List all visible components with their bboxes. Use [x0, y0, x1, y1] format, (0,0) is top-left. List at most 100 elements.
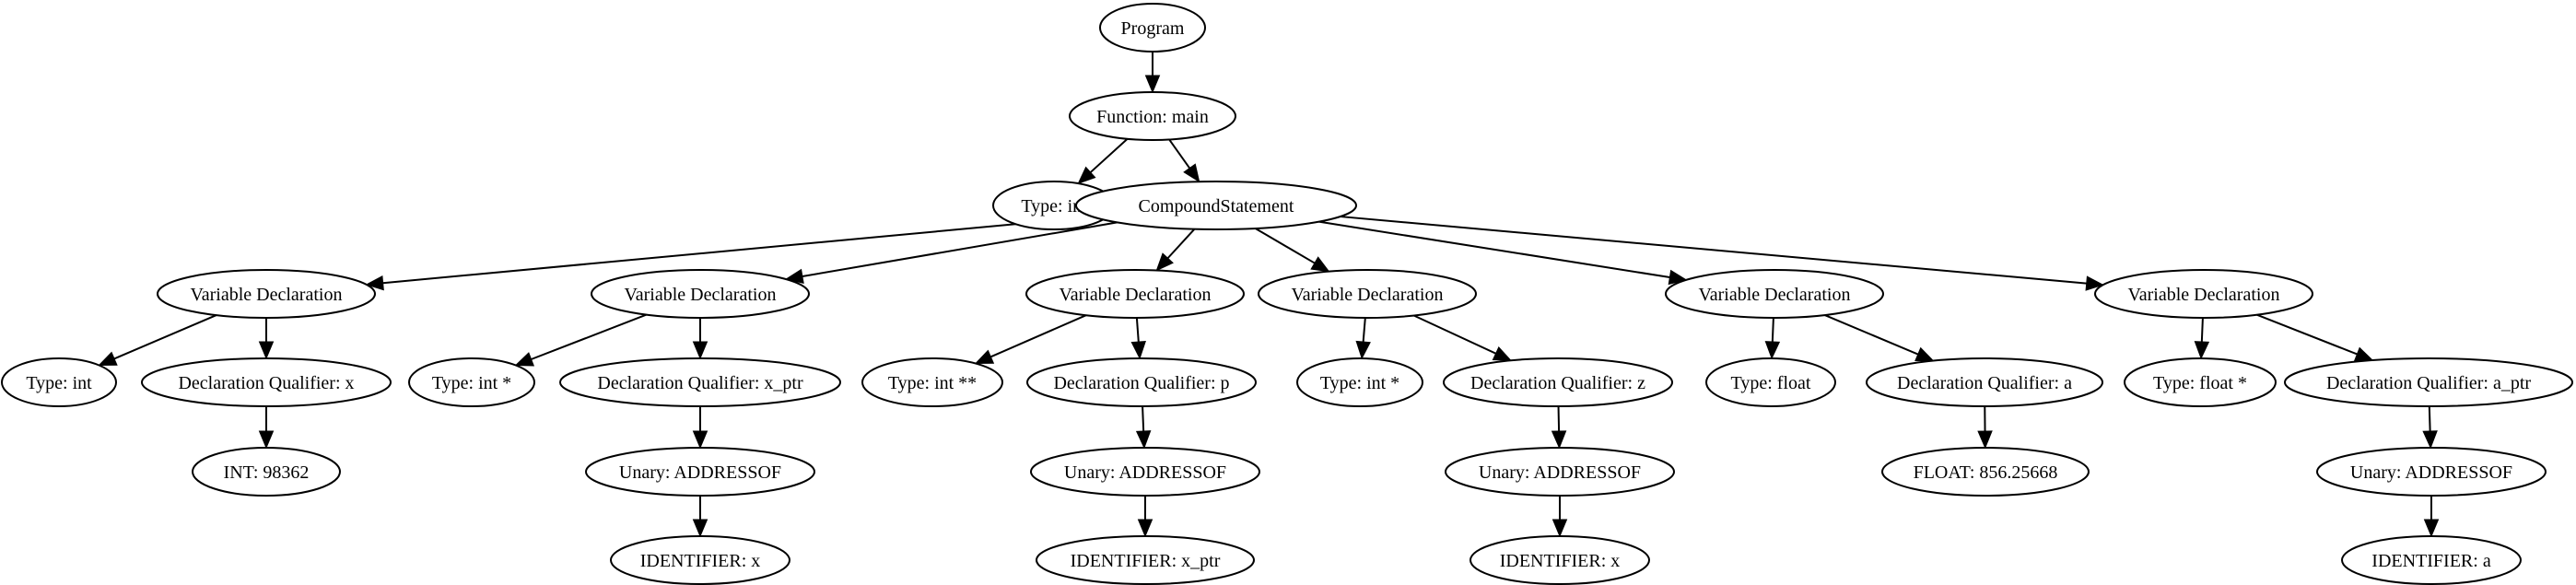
node-ellipse: [2094, 269, 2313, 319]
ast-node: Type: float *: [2124, 357, 2277, 407]
edge-line: [531, 313, 647, 360]
node-label: Function: main: [1096, 107, 1209, 127]
edge-n5-n11: [98, 314, 217, 366]
edge-n6-n13: [514, 313, 647, 367]
node-label: Declaration Qualifier: z: [1470, 373, 1645, 393]
node-ellipse: [1705, 357, 1836, 407]
edge-n14-n24: [692, 406, 708, 450]
ast-node: Declaration Qualifier: a_ptr: [2284, 357, 2573, 407]
node-label: CompoundStatement: [1139, 196, 1294, 216]
node-label: Declaration Qualifier: x: [178, 373, 354, 393]
node-label: Unary: ADDRESSOF: [2350, 462, 2512, 483]
node-label: Variable Declaration: [1292, 285, 1444, 305]
edge-line: [1089, 138, 1129, 173]
edge-n18-n26: [1551, 405, 1567, 450]
node-label: Type: int: [26, 373, 92, 393]
edge-n26-n31: [1551, 496, 1568, 538]
ast-node: Variable Declaration: [157, 269, 376, 319]
arrowhead-icon: [1135, 430, 1152, 450]
node-label: Variable Declaration: [191, 285, 343, 305]
node-ellipse: [1026, 357, 1257, 407]
edge-n4-n6: [784, 221, 1118, 285]
node-label: Type: int **: [888, 373, 977, 393]
arrowhead-icon: [2422, 430, 2438, 450]
node-label: Type: float *: [2153, 373, 2247, 393]
edge-n1-n2: [1144, 52, 1161, 94]
edge-line: [2256, 313, 2358, 356]
node-ellipse: [2341, 535, 2522, 585]
node-label: Variable Declaration: [1699, 285, 1851, 305]
arrowhead-icon: [1077, 166, 1096, 185]
edge-line: [1362, 317, 1366, 343]
node-ellipse: [1030, 447, 1260, 497]
ast-node: Declaration Qualifier: z: [1443, 357, 1673, 407]
ast-node: Variable Declaration: [591, 269, 810, 319]
node-ellipse: [1445, 447, 1675, 497]
edge-line: [1340, 216, 2087, 285]
node-ellipse: [585, 447, 815, 497]
ast-node: Type: int **: [861, 357, 1003, 407]
node-label: IDENTIFIER: x: [640, 551, 761, 571]
edge-line: [1824, 314, 1919, 356]
arrowhead-icon: [2194, 341, 2210, 360]
edge-n9-n19: [1764, 317, 1781, 360]
ast-node: IDENTIFIER: x: [610, 535, 790, 585]
edge-line: [1166, 228, 1196, 259]
edge-n4-n5: [365, 216, 1094, 291]
ast-node: CompoundStatement: [1075, 181, 1357, 230]
node-label: IDENTIFIER: x: [1500, 551, 1621, 571]
arrowhead-icon: [1977, 430, 1993, 450]
node-ellipse: [2316, 447, 2547, 497]
node-label: INT: 98362: [224, 462, 310, 483]
ast-node: Declaration Qualifier: a: [1866, 357, 2103, 407]
ast-node: Declaration Qualifier: p: [1026, 357, 1257, 407]
node-label: Unary: ADDRESSOF: [1479, 462, 1641, 483]
ast-node: Unary: ADDRESSOF: [2316, 447, 2547, 497]
edge-n10-n21: [2194, 317, 2210, 360]
node-ellipse: [1258, 269, 1477, 319]
ast-node: Type: float: [1705, 357, 1836, 407]
node-ellipse: [2124, 357, 2277, 407]
ast-node: Variable Declaration: [1258, 269, 1477, 319]
node-label: Program: [1121, 18, 1185, 39]
node-ellipse: [591, 269, 810, 319]
ast-node: Variable Declaration: [1025, 269, 1245, 319]
node-ellipse: [1469, 535, 1650, 585]
node-label: Variable Declaration: [1060, 285, 1212, 305]
edge-n4-n7: [1155, 228, 1196, 272]
node-ellipse: [559, 357, 841, 407]
edge-n16-n25: [1135, 405, 1152, 450]
node-ellipse: [1036, 535, 1255, 585]
edge-line: [1318, 220, 1670, 278]
node-ellipse: [1025, 269, 1245, 319]
edge-n4-n8: [1255, 228, 1330, 273]
edge-n9-n20: [1824, 314, 1935, 362]
arrowhead-icon: [1551, 519, 1568, 538]
node-label: Declaration Qualifier: x_ptr: [597, 373, 803, 393]
node-ellipse: [157, 269, 376, 319]
arrowhead-icon: [1130, 340, 1146, 360]
node-label: Declaration Qualifier: a: [1897, 373, 2072, 393]
ast-node: INT: 98362: [192, 447, 341, 497]
node-label: Declaration Qualifier: p: [1053, 373, 1229, 393]
ast-node: Type: int: [1, 357, 117, 407]
edge-n5-n12: [258, 318, 275, 360]
edge-line: [1135, 317, 1140, 343]
arrowhead-icon: [1155, 252, 1174, 272]
ast-node: Type: int *: [1296, 357, 1423, 407]
node-ellipse: [2284, 357, 2573, 407]
edge-line: [1168, 138, 1191, 170]
edge-line: [1255, 228, 1316, 264]
node-label: Type: int *: [1320, 373, 1399, 393]
arrowhead-icon: [258, 430, 275, 450]
arrowhead-icon: [365, 275, 384, 291]
arrowhead-icon: [514, 352, 535, 367]
node-ellipse: [141, 357, 392, 407]
edge-line: [382, 216, 1094, 285]
node-ellipse: [192, 447, 341, 497]
arrowhead-icon: [1764, 341, 1781, 360]
arrowhead-icon: [1355, 340, 1371, 360]
edge-n2-n3: [1077, 138, 1129, 185]
ast-node: Declaration Qualifier: x: [141, 357, 392, 407]
